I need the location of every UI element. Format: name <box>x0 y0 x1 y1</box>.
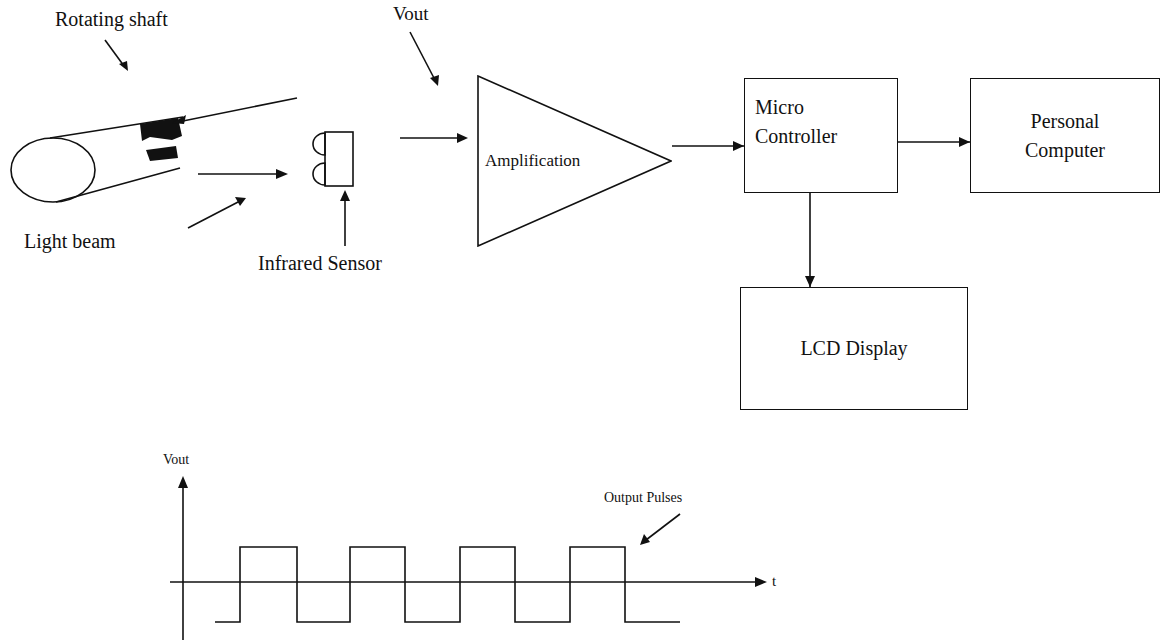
arrow-head <box>276 169 288 179</box>
arrow-head <box>119 61 128 71</box>
annotation: Output Pulses <box>604 490 682 505</box>
process-box: LCD Display <box>740 287 968 410</box>
amplifier-triangle: Amplification <box>477 75 672 247</box>
pulse-train <box>215 547 680 622</box>
process-box: Micro Controller <box>744 78 898 193</box>
arrow-head <box>755 577 767 587</box>
part-label: Light beam <box>24 230 116 252</box>
triangle-outline <box>478 76 671 246</box>
leader-line <box>646 514 680 540</box>
arrow-head <box>457 133 468 143</box>
arrow-head <box>340 190 350 201</box>
signal-arrow <box>400 137 460 139</box>
node-text: Amplification <box>485 149 580 174</box>
shaft-body <box>50 117 183 202</box>
arrow-head <box>430 75 439 86</box>
process-box: Personal Computer <box>970 78 1160 193</box>
arrow-connector <box>805 193 815 287</box>
node-text: LCD Display <box>800 334 907 363</box>
part-label: Infrared Sensor <box>258 252 382 274</box>
arrow-connector <box>898 137 970 147</box>
node-text: Personal Computer <box>1003 107 1128 165</box>
axis-label: t <box>772 573 776 590</box>
leader-line <box>344 196 346 246</box>
shaft-end <box>11 138 95 202</box>
reflective-mark <box>146 146 178 161</box>
signal-name: Vout <box>393 4 429 25</box>
sensor-body <box>325 132 353 186</box>
arrow-connector <box>672 141 744 151</box>
axis-label: Vout <box>163 452 189 467</box>
leader-line <box>410 32 435 80</box>
leader-line <box>188 201 240 228</box>
t-axis <box>170 581 758 583</box>
ir-diodes <box>313 133 325 185</box>
arrow-head <box>178 476 188 488</box>
part-label: Rotating shaft <box>55 8 168 30</box>
arrow-head <box>235 197 246 206</box>
node-text: Micro Controller <box>755 93 867 151</box>
arrow-head <box>172 115 186 124</box>
arrow-head <box>640 534 650 545</box>
leader-line <box>105 40 124 66</box>
emitted-beam <box>178 98 297 122</box>
reflected-beam <box>198 173 280 175</box>
y-axis <box>182 484 184 640</box>
